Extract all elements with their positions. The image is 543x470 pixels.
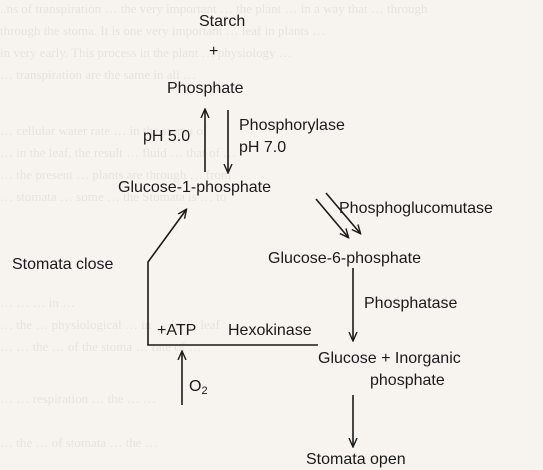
label-ph-5: pH 5.0 <box>143 128 191 145</box>
enzyme-phosphoglucomutase: Phosphoglucomutase <box>339 200 493 217</box>
oxygen-subscript: 2 <box>201 385 208 397</box>
label-stomata-close: Stomata close <box>12 256 114 273</box>
node-glucose-6-phosphate: Glucose-6-phosphate <box>268 250 421 267</box>
enzyme-hexokinase: Hexokinase <box>228 322 312 339</box>
label-ph-7: pH 7.0 <box>239 139 287 156</box>
node-phosphate-2: phosphate <box>370 372 445 389</box>
node-glucose-inorganic: Glucose + Inorganic <box>318 350 461 367</box>
plus-sign: + <box>209 43 219 60</box>
label-atp: +ATP <box>157 322 197 339</box>
arrow-g1p-to-g6p-a <box>315 198 348 237</box>
node-glucose-1-phosphate: Glucose-1-phosphate <box>118 179 271 196</box>
enzyme-phosphatase: Phosphatase <box>364 295 458 312</box>
arrow-glucose-to-g1p <box>147 210 318 346</box>
oxygen-symbol: O <box>189 378 202 395</box>
enzyme-phosphorylase: Phosphorylase <box>239 117 345 134</box>
arrow-g1p-to-g6p-b <box>325 192 360 233</box>
node-phosphate: Phosphate <box>167 80 244 97</box>
node-starch: Starch <box>199 13 246 30</box>
label-stomata-open: Stomata open <box>306 451 406 468</box>
label-oxygen: O2 <box>189 377 208 401</box>
